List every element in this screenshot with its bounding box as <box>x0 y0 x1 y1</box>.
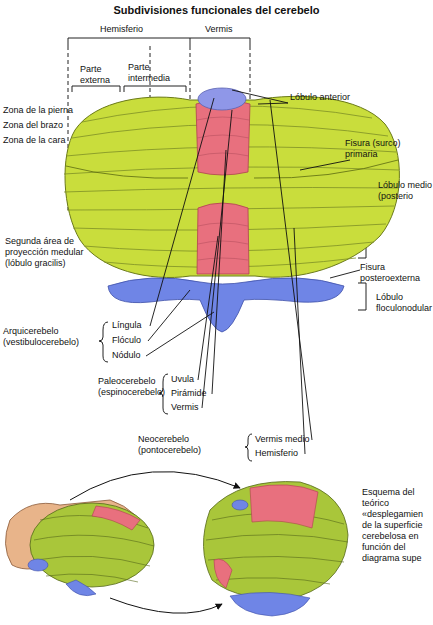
part-label: Fisura posteroexterna <box>360 262 433 284</box>
part-label: Pirámide <box>171 388 231 399</box>
part-label: Segunda área de proyección medular (lóbu… <box>5 236 95 269</box>
cerebellum-lateral <box>30 503 154 587</box>
part-label: Lóbulo floculonodular <box>376 292 433 314</box>
part-label: Fisura (surco) primaria <box>345 138 420 160</box>
part-label: Arquicerebelo (vestibulocerebelo) <box>3 326 98 348</box>
part-label: Neocerebelo (pontocerebelo) <box>138 434 246 456</box>
part-label: Zona del brazo <box>3 120 93 131</box>
unfold-arrows <box>70 472 240 614</box>
vermis-posterior <box>197 203 249 274</box>
part-label: Parte intermedia <box>128 62 180 84</box>
part-label: Vermis <box>171 402 231 413</box>
part-label: Parte externa <box>80 64 120 86</box>
part-label: Lóbulo medio (posterio <box>378 180 433 202</box>
part-label: Nódulo <box>112 350 172 361</box>
floculonodular-lobe <box>108 278 344 332</box>
cerebellum-surface <box>65 96 399 277</box>
part-label: Paleocerebelo (espinocerebelo) <box>98 376 166 398</box>
part-label: Flóculo <box>112 335 172 346</box>
part-label: Uvula <box>171 374 231 385</box>
part-label: Zona de la pierna <box>3 105 93 116</box>
diagram-title: Subdivisiones funcionales del cerebelo <box>0 4 433 16</box>
part-label: Lóbulo anterior <box>290 92 370 103</box>
part-label: Vermis <box>205 24 250 35</box>
part-label: Hemisferio <box>255 448 325 459</box>
vermis-anterior <box>196 100 250 175</box>
part-label: Língula <box>112 320 172 331</box>
leader-lines <box>146 90 360 454</box>
cerebellum-unfolded <box>203 482 348 598</box>
part-label: Zona de la cara <box>3 135 93 146</box>
part-label: Esquema del teórico «desplegamien de la … <box>362 487 433 564</box>
part-label: Vermis medio <box>255 434 325 445</box>
part-label: Hemisferio <box>100 24 160 35</box>
